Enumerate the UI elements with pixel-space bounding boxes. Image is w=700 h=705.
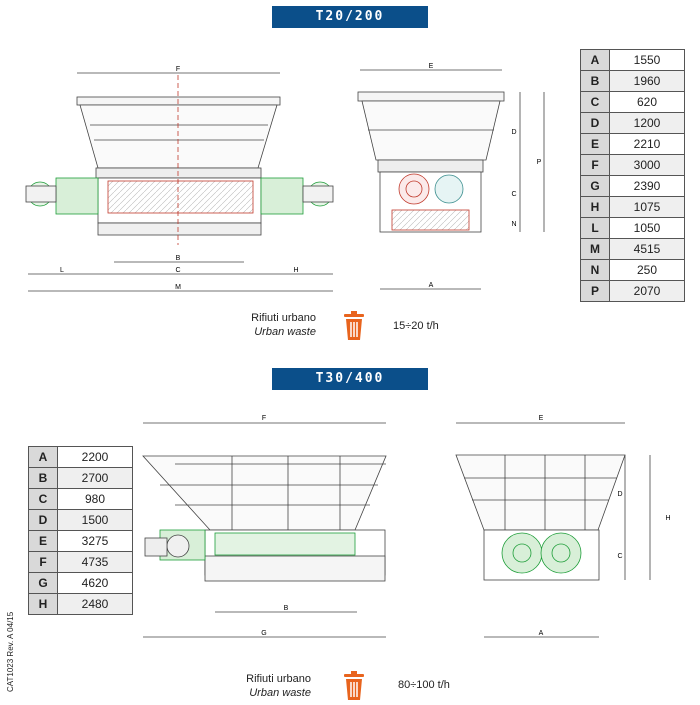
dimension-value: 1050 (609, 217, 685, 239)
dimension-value: 4620 (57, 572, 133, 594)
section-title-t20: T20/200 (272, 6, 428, 28)
t20-material-label: Rifiuti urbano Urban waste (236, 311, 316, 339)
dimension-value: 4515 (609, 238, 685, 260)
t20-front-dim-M: M (175, 284, 181, 291)
t20-front-dim-C: C (175, 267, 180, 274)
waste-bin-icon (344, 671, 364, 700)
dimension-value: 4735 (57, 551, 133, 573)
t30-side-view (455, 422, 651, 638)
dimension-key: F (28, 551, 58, 573)
t20-side-dim-A: A (429, 282, 434, 289)
t20-front-view (25, 72, 334, 292)
dimension-value: 1550 (609, 49, 685, 71)
t30-material-en: Urban waste (249, 687, 311, 699)
waste-bin-icon (344, 311, 364, 340)
dimension-value: 1200 (609, 112, 685, 134)
t20-side-dim-C: C (511, 191, 516, 198)
t20-side-dim-D: D (511, 129, 516, 136)
t20-front-dim-F: F (176, 66, 180, 73)
dimension-value: 3000 (609, 154, 685, 176)
t30-side-dim-E: E (539, 415, 544, 422)
t30-front-dim-B: B (284, 605, 289, 612)
t30-side-dim-C: C (617, 553, 622, 560)
t20-side-dim-N: N (511, 221, 516, 228)
dimension-value: 2070 (609, 280, 685, 302)
dimension-value: 250 (609, 259, 685, 281)
dimension-key: D (580, 112, 610, 134)
t20-side-view (357, 69, 545, 290)
dimension-key: C (580, 91, 610, 113)
t20-material-en: Urban waste (254, 326, 316, 338)
dimension-key: D (28, 509, 58, 531)
t20-side-dim-P: P (537, 159, 542, 166)
t30-side-dim-D: D (617, 491, 622, 498)
t30-front-view (142, 422, 387, 638)
t30-side-dim-H: H (665, 515, 670, 522)
footer-code: CAT1023 Rev. A 04/15 (6, 611, 15, 692)
dimension-key: P (580, 280, 610, 302)
dimension-value: 1500 (57, 509, 133, 531)
dimension-value: 2480 (57, 593, 133, 615)
dimension-value: 2200 (57, 446, 133, 468)
t30-material-it: Rifiuti urbano (246, 673, 311, 685)
dimension-key: F (580, 154, 610, 176)
dimension-key: L (580, 217, 610, 239)
dimension-value: 1960 (609, 70, 685, 92)
dimension-key: E (580, 133, 610, 155)
t30-capacity: 80÷100 t/h (398, 679, 450, 691)
section-title-t30: T30/400 (272, 368, 428, 390)
t20-material-it: Rifiuti urbano (251, 312, 316, 324)
t30-front-dim-F: F (262, 415, 266, 422)
dimension-key: H (580, 196, 610, 218)
t20-capacity: 15÷20 t/h (393, 320, 439, 332)
t30-front-dim-G: G (261, 630, 266, 637)
dimension-value: 620 (609, 91, 685, 113)
t30-material-label: Rifiuti urbano Urban waste (231, 672, 311, 700)
t20-side-dim-E: E (429, 63, 434, 70)
dimension-value: 2390 (609, 175, 685, 197)
t20-front-dim-H: H (293, 267, 298, 274)
t20-front-dim-L: L (60, 267, 64, 274)
dimension-key: A (580, 49, 610, 71)
t30-side-dim-A: A (539, 630, 544, 637)
dimension-key: H (28, 593, 58, 615)
dimension-key: C (28, 488, 58, 510)
t20-front-dim-B: B (176, 255, 181, 262)
